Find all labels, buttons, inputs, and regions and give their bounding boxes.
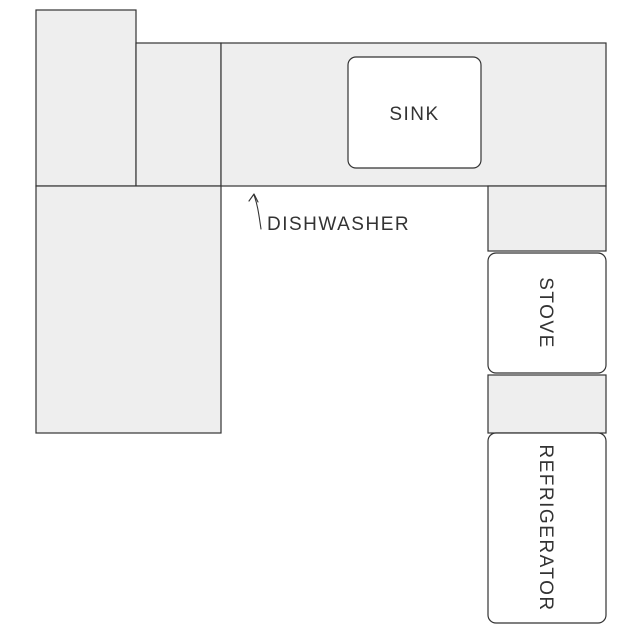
side-counter-middle	[487, 374, 607, 434]
corner-cabinet	[135, 42, 222, 187]
stove	[487, 252, 607, 374]
refrigerator	[487, 432, 607, 624]
side-counter-upper	[487, 185, 607, 252]
dishwasher-label: DISHWASHER	[267, 214, 410, 235]
stove-label: STOVE	[535, 277, 556, 349]
tall-pantry-cabinet	[35, 9, 137, 187]
sink	[347, 56, 482, 169]
refrigerator-label: REFRIGERATOR	[535, 444, 556, 611]
sink-label: SINK	[389, 104, 439, 125]
dishwasher-pointer-arrow	[248, 193, 262, 230]
island-counter	[35, 185, 222, 434]
